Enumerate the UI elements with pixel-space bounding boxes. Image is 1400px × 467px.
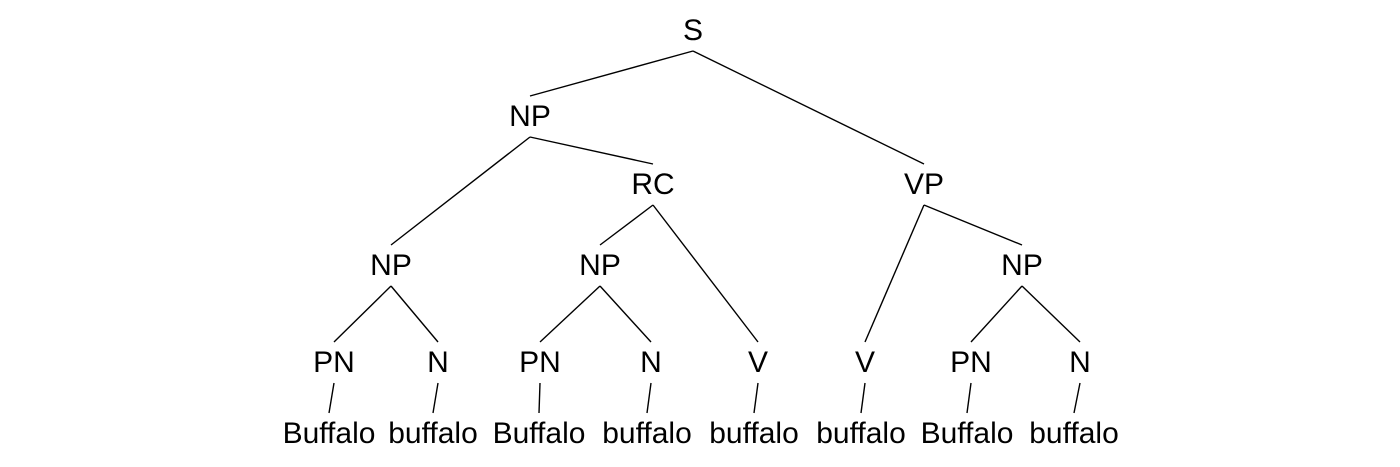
tree-edge-vp-np4 (923, 204, 1023, 246)
tree-edge-np4-n3 (1021, 285, 1081, 343)
tree-edge-np3-n2 (599, 285, 652, 343)
tree-node-n1: N (427, 346, 449, 379)
tree-edge-v1-w5 (753, 382, 759, 414)
tree-edge-s-np1 (529, 50, 694, 97)
tree-edge-np1-np2 (390, 136, 531, 246)
tree-node-w2: buffalo (388, 417, 478, 450)
tree-edge-n2-w4 (646, 382, 652, 414)
tree-node-v1: V (747, 346, 769, 379)
tree-node-rc: RC (631, 168, 675, 201)
tree-node-w8: buffalo (1029, 417, 1119, 450)
tree-edge-n1-w2 (432, 382, 439, 414)
tree-node-w7: Buffalo (920, 417, 1014, 450)
tree-node-np1: NP (509, 100, 551, 133)
tree-node-w1: Buffalo (282, 417, 376, 450)
tree-edge-v2-w6 (860, 382, 866, 414)
tree-node-n2: N (640, 346, 662, 379)
tree-node-v2: V (854, 346, 876, 379)
tree-node-w3: Buffalo (492, 417, 586, 450)
tree-edge-pn2-w3 (538, 382, 541, 414)
tree-node-pn3: PN (950, 346, 992, 379)
tree-edge-np2-n1 (390, 285, 439, 343)
tree-node-s: S (682, 14, 704, 47)
tree-node-np4: NP (1001, 249, 1043, 282)
tree-node-w5: buffalo (709, 417, 799, 450)
tree-node-w6: buffalo (816, 417, 906, 450)
tree-edge-np3-pn2 (539, 285, 601, 343)
tree-edge-vp-v2 (864, 204, 925, 343)
tree-edge-np4-pn3 (970, 285, 1023, 343)
tree-edge-np1-rc (529, 136, 654, 165)
tree-edge-rc-np3 (599, 204, 654, 246)
tree-edge-np2-pn1 (333, 285, 392, 343)
tree-node-vp: VP (903, 168, 945, 201)
tree-node-pn2: PN (519, 346, 561, 379)
tree-edge-s-vp (692, 50, 925, 165)
tree-node-np2: NP (370, 249, 412, 282)
tree-node-pn1: PN (313, 346, 355, 379)
tree-edge-pn3-w7 (966, 382, 972, 414)
tree-edge-pn1-w1 (328, 382, 335, 414)
tree-node-n3: N (1069, 346, 1091, 379)
tree-node-w4: buffalo (602, 417, 692, 450)
tree-edge-n3-w8 (1073, 382, 1081, 414)
tree-node-np3: NP (579, 249, 621, 282)
tree-edge-rc-v1 (652, 204, 759, 343)
